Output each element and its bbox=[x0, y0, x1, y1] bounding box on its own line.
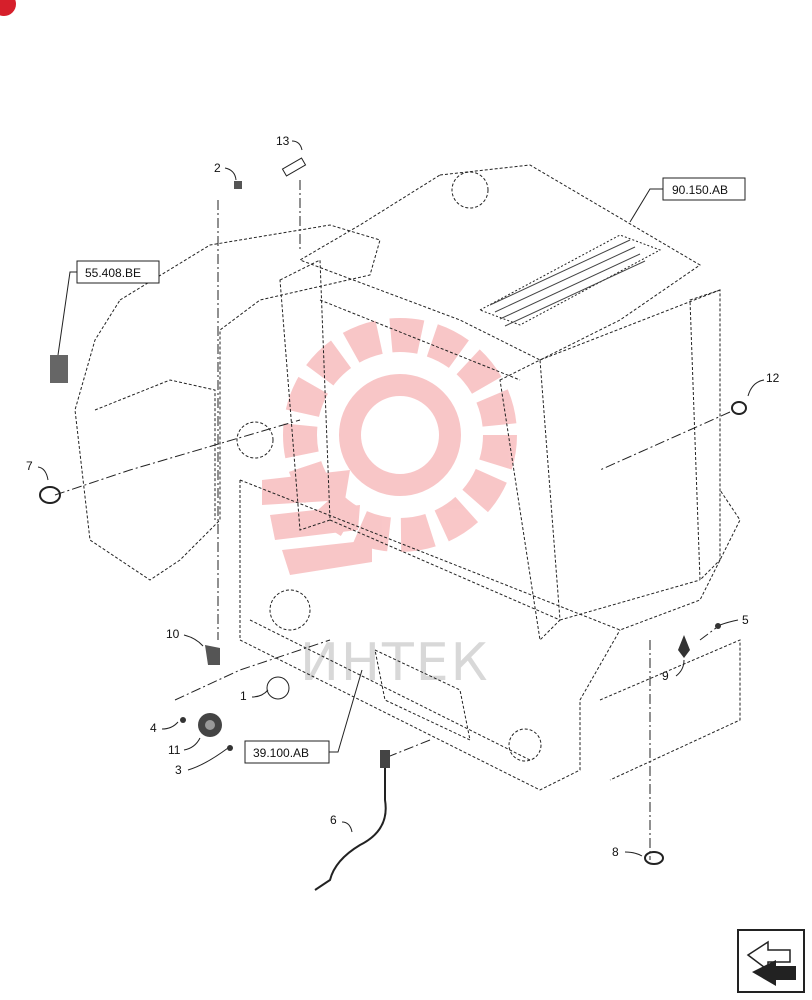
callout-label: 13 bbox=[276, 134, 290, 148]
callout-12: 12 bbox=[731, 371, 780, 415]
callout-label: 4 bbox=[150, 721, 157, 735]
callout-label: 6 bbox=[330, 813, 337, 827]
callout-5: 5 bbox=[715, 613, 749, 629]
callout-label: 1 bbox=[240, 689, 247, 703]
callout-label: 3 bbox=[175, 763, 182, 777]
corner-badge-icon bbox=[0, 0, 16, 16]
ref-label: 90.150.AB bbox=[672, 183, 728, 197]
callout-2: 2 bbox=[214, 161, 242, 189]
callout-7: 7 bbox=[26, 459, 61, 504]
callout-label: 5 bbox=[742, 613, 749, 627]
callout-label: 9 bbox=[662, 669, 669, 683]
callout-1: 1 bbox=[240, 676, 290, 703]
callout-3: 3 bbox=[175, 745, 233, 777]
ref-label: 39.100.AB bbox=[253, 746, 309, 760]
callout-8: 8 bbox=[612, 845, 664, 865]
callout-label: 10 bbox=[166, 627, 180, 641]
machine-frame-drawing bbox=[74, 164, 741, 791]
callout-6: 6 bbox=[314, 750, 390, 891]
callout-label: 11 bbox=[168, 743, 181, 757]
callout-11: 11 bbox=[168, 713, 222, 757]
watermark-text: ИНТЕК bbox=[300, 633, 490, 693]
callout-label: 7 bbox=[26, 459, 33, 473]
callout-9: 9 bbox=[662, 635, 690, 683]
watermark-logo-icon bbox=[262, 318, 517, 575]
ref-box-39-100-ab[interactable]: 39.100.AB bbox=[244, 669, 363, 764]
ref-label: 55.408.BE bbox=[85, 266, 141, 280]
nav-arrow-icon[interactable] bbox=[737, 929, 805, 993]
callout-label: 12 bbox=[766, 371, 780, 385]
callout-10: 10 bbox=[166, 627, 220, 665]
callout-label: 8 bbox=[612, 845, 619, 859]
callout-label: 2 bbox=[214, 161, 221, 175]
callout-13: 13 bbox=[276, 134, 307, 177]
ref-box-55-408-be[interactable]: 55.408.BE bbox=[50, 260, 160, 383]
callout-4: 4 bbox=[150, 717, 186, 735]
ref-box-90-150-ab[interactable]: 90.150.AB bbox=[629, 177, 746, 223]
